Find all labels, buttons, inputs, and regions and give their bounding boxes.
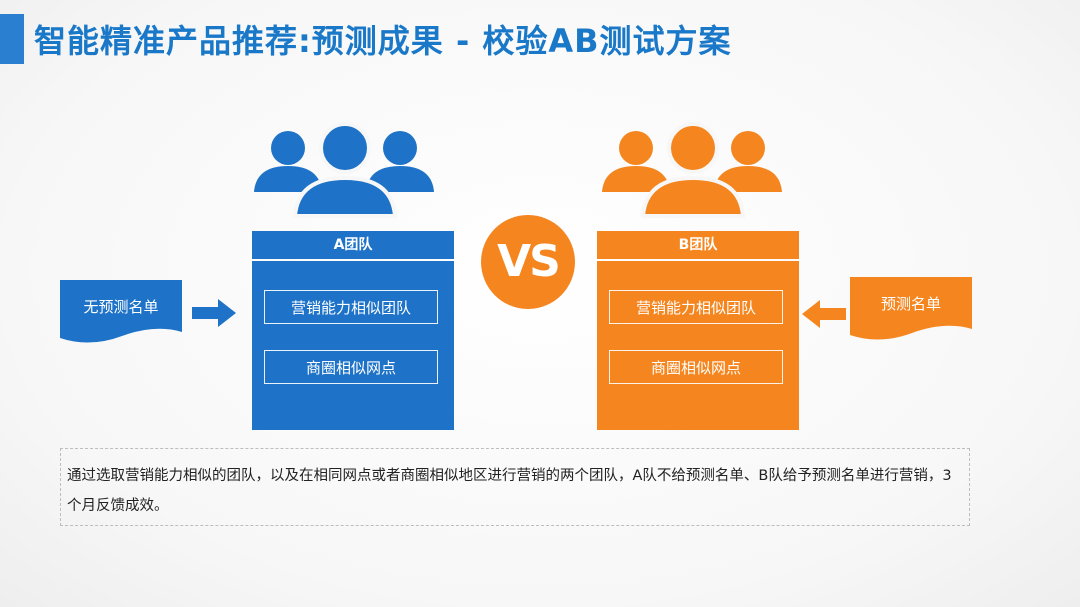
team-b-item: 商圈相似网点 (609, 350, 783, 384)
page-title: 智能精准产品推荐:预测成果 - 校验AB测试方案 (34, 22, 732, 60)
team-b-panel: B团队 营销能力相似团队 商圈相似网点 (597, 231, 799, 430)
team-a-body: 营销能力相似团队 商圈相似网点 (252, 261, 454, 430)
vs-badge: VS (481, 215, 575, 309)
document-icon-prediction-list: 预测名单 (850, 277, 972, 343)
team-a-item: 营销能力相似团队 (264, 290, 438, 324)
prediction-list-label: 预测名单 (880, 295, 941, 313)
team-b-body: 营销能力相似团队 商圈相似网点 (597, 261, 799, 430)
team-a-header: A团队 (252, 231, 454, 259)
team-a-item: 商圈相似网点 (264, 350, 438, 384)
description-note: 通过选取营销能力相似的团队，以及在相同网点或者商圈相似地区进行营销的两个团队，A… (60, 448, 970, 526)
document-icon-no-prediction-list: 无预测名单 (60, 280, 182, 346)
team-b-item: 营销能力相似团队 (609, 290, 783, 324)
people-icon (598, 118, 788, 218)
team-a-panel: A团队 营销能力相似团队 商圈相似网点 (252, 231, 454, 430)
no-prediction-list-label: 无预测名单 (83, 298, 159, 316)
team-b-header: B团队 (597, 231, 799, 259)
arrow-right-icon (192, 299, 236, 327)
title-accent-bar (0, 14, 24, 64)
arrow-left-icon (802, 300, 846, 328)
people-icon (250, 118, 440, 218)
